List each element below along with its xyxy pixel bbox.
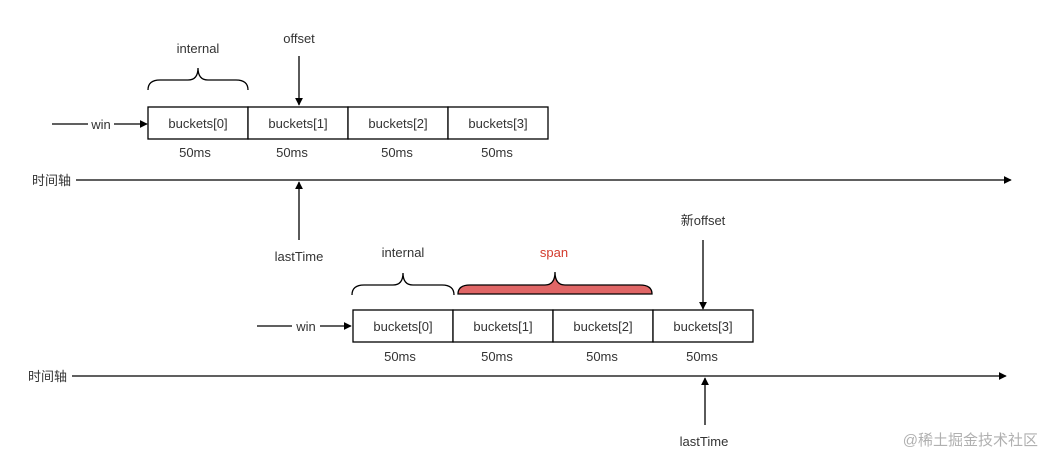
bottom-bucket-1-cell xyxy=(452,309,554,343)
bottom-internal-brace xyxy=(351,272,455,296)
top-buckets-row xyxy=(147,106,549,140)
top-duration-1: 50ms xyxy=(276,145,308,160)
bottom-duration-3: 50ms xyxy=(686,349,718,364)
bottom-win-label: win xyxy=(295,319,316,334)
bottom-duration-1: 50ms xyxy=(481,349,513,364)
top-bucket-3-cell xyxy=(447,106,549,140)
top-bucket-0-cell xyxy=(147,106,249,140)
top-bucket-1-label: buckets[1] xyxy=(268,116,327,131)
top-bucket-0-label: buckets[0] xyxy=(168,116,227,131)
bottom-internal-label: internal xyxy=(382,245,425,260)
bottom-span-brace xyxy=(457,271,653,295)
top-section: internal offset win buckets[0] buckets[1… xyxy=(32,31,1012,264)
top-bucket-2-cell xyxy=(347,106,449,140)
bottom-last-time-label: lastTime xyxy=(680,434,729,449)
bottom-new-offset-label: 新offset xyxy=(681,213,726,228)
bottom-bucket-3-cell xyxy=(652,309,754,343)
bottom-duration-2: 50ms xyxy=(586,349,618,364)
bottom-bucket-0-label: buckets[0] xyxy=(373,319,432,334)
bottom-bucket-2-cell xyxy=(552,309,654,343)
bottom-section: internal span 新offset win buckets[0] buc… xyxy=(28,213,1007,449)
bottom-buckets-row xyxy=(352,309,754,343)
top-internal-label: internal xyxy=(177,41,220,56)
bottom-timeline-label: 时间轴 xyxy=(28,369,67,384)
top-internal-brace xyxy=(147,67,249,91)
bottom-bucket-2-label: buckets[2] xyxy=(573,319,632,334)
top-duration-2: 50ms xyxy=(381,145,413,160)
top-last-time-label: lastTime xyxy=(275,249,324,264)
bottom-bucket-1-label: buckets[1] xyxy=(473,319,532,334)
bottom-bucket-3-label: buckets[3] xyxy=(673,319,732,334)
top-offset-label: offset xyxy=(283,31,315,46)
bottom-span-label: span xyxy=(540,245,568,260)
top-timeline-label: 时间轴 xyxy=(32,173,71,188)
top-bucket-3-label: buckets[3] xyxy=(468,116,527,131)
bottom-duration-0: 50ms xyxy=(384,349,416,364)
watermark: @稀土掘金技术社区 xyxy=(903,432,1038,449)
top-duration-3: 50ms xyxy=(481,145,513,160)
top-win-label: win xyxy=(90,117,111,132)
top-duration-0: 50ms xyxy=(179,145,211,160)
top-bucket-1-cell xyxy=(247,106,349,140)
top-bucket-2-label: buckets[2] xyxy=(368,116,427,131)
